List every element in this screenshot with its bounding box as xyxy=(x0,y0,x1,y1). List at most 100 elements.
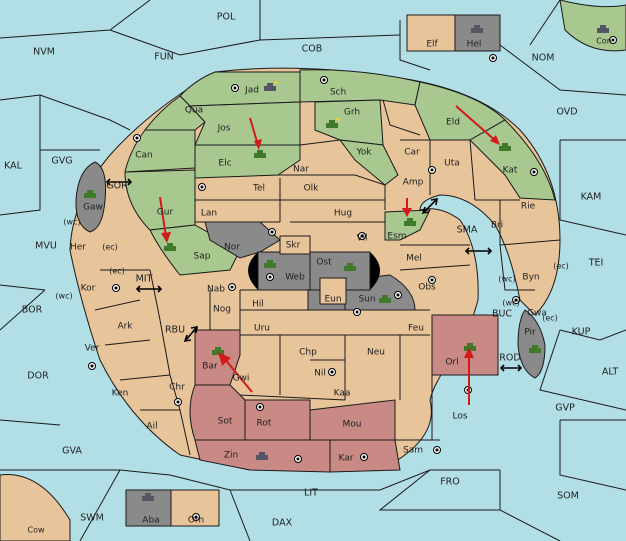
land-borders xyxy=(94,99,561,456)
province-label: Sam xyxy=(403,446,423,456)
province-pir[interactable] xyxy=(517,309,546,379)
province-jos[interactable] xyxy=(188,101,301,146)
unit-orl[interactable] xyxy=(464,343,476,351)
unit-jad[interactable] xyxy=(264,80,278,91)
province-label: Hug xyxy=(334,209,352,219)
province-skr[interactable] xyxy=(279,235,311,255)
unit-zin[interactable] xyxy=(256,452,268,460)
sea-label: LIT xyxy=(304,488,318,499)
province-label: Skr xyxy=(286,241,301,251)
passage-arrows xyxy=(105,178,523,372)
province-label: Chr xyxy=(169,383,185,393)
province-qua[interactable] xyxy=(143,95,206,131)
province-label: Obs xyxy=(418,283,436,293)
province-cow[interactable] xyxy=(0,474,71,541)
unit-esm[interactable] xyxy=(404,218,416,226)
province-con[interactable] xyxy=(559,0,626,52)
sea-labels: POL NVM FUN COB NOM OVD KAL GVG GOR KAM … xyxy=(4,12,618,535)
order-arrow xyxy=(223,357,253,393)
sea-label: KUP xyxy=(572,327,591,338)
sea-label: ALT xyxy=(602,367,618,378)
province-label: Mel xyxy=(406,254,422,264)
province-label: Uru xyxy=(254,324,270,334)
unit-sap[interactable] xyxy=(164,243,176,251)
sea-label: TEI xyxy=(588,258,604,269)
province-label: Sch xyxy=(330,88,346,98)
province-label: Orl xyxy=(445,358,458,368)
unit-bar[interactable] xyxy=(212,347,224,355)
province-label: Elc xyxy=(218,159,231,169)
province-label: Tel xyxy=(252,184,265,194)
units xyxy=(84,25,609,501)
province-label: Lan xyxy=(201,209,217,219)
sea-label: FUN xyxy=(154,52,174,63)
province-label: Mou xyxy=(343,420,362,430)
unit-kat[interactable] xyxy=(499,143,511,151)
unit-con[interactable] xyxy=(597,25,609,33)
province-label: Sot xyxy=(218,417,233,427)
unit-grh[interactable] xyxy=(326,117,340,128)
sea-label: DAX xyxy=(272,518,293,529)
sea-label: POL xyxy=(217,12,236,23)
province-elf[interactable] xyxy=(406,14,456,52)
province-rot[interactable] xyxy=(244,399,311,441)
province-eld[interactable] xyxy=(414,81,506,141)
province-label: Car xyxy=(404,148,420,158)
province-can[interactable] xyxy=(124,129,196,173)
province-label: Gwa xyxy=(527,309,547,319)
sea-label: RBU xyxy=(165,325,185,336)
province-eun[interactable] xyxy=(319,277,347,305)
province-label: Amp xyxy=(403,178,424,188)
sea-label: NVM xyxy=(33,47,55,58)
sea-label: MVU xyxy=(35,241,57,252)
province-label: Neu xyxy=(367,348,385,358)
province-label: Nab xyxy=(207,285,225,295)
unit-web[interactable] xyxy=(264,260,276,268)
unit-elc[interactable] xyxy=(254,150,266,158)
province-label: Rot xyxy=(257,419,272,429)
province-label: Eun xyxy=(324,295,341,305)
province-label: Gwi xyxy=(233,374,250,384)
province-label: Kat xyxy=(503,166,518,176)
coast-label: (wc) xyxy=(502,299,519,308)
unit-sun[interactable] xyxy=(379,295,391,303)
province-label: Ark xyxy=(117,322,133,332)
province-label: Esm xyxy=(387,232,406,242)
land-labels: Elf Hel Jad Sch Qua Grh Eld Jos Can Yok … xyxy=(70,40,547,526)
supply-centers xyxy=(88,36,617,521)
province-yok[interactable] xyxy=(338,139,399,186)
province-sot[interactable] xyxy=(189,384,246,441)
province-label: Byn xyxy=(522,273,539,283)
coast-label: (wc) xyxy=(498,275,515,284)
province-label: Vil xyxy=(357,234,368,244)
unit-gaw[interactable] xyxy=(84,190,96,198)
province-label: Ail xyxy=(146,422,157,432)
coast-label: (ec) xyxy=(102,243,118,252)
unit-ost[interactable] xyxy=(344,263,356,271)
coast-label: (ec) xyxy=(109,267,125,276)
unit-aba[interactable] xyxy=(142,493,154,501)
province-label: Ver xyxy=(85,344,100,354)
sea-label: SWM xyxy=(80,513,104,524)
province-label: Nar xyxy=(293,165,309,175)
province-label: Nor xyxy=(224,243,240,253)
province-label: Yok xyxy=(355,148,372,158)
sea-label: BUC xyxy=(492,309,512,320)
province-label: Bar xyxy=(202,362,218,372)
province-label: Qua xyxy=(185,106,203,116)
province-label: Her xyxy=(70,243,86,253)
coast-label: (ec) xyxy=(553,262,569,271)
province-label: Ost xyxy=(316,258,332,268)
province-orl[interactable] xyxy=(431,314,499,376)
sea-label: OVD xyxy=(556,107,577,118)
sea-label: GVP xyxy=(555,403,575,414)
order-arrow xyxy=(455,105,498,143)
province-label: Gaw xyxy=(83,203,103,213)
province-aba[interactable] xyxy=(125,489,172,527)
province-label: Bri xyxy=(491,221,503,231)
unit-hel[interactable] xyxy=(471,25,483,33)
sea-label: FRO xyxy=(440,477,460,488)
unit-pir[interactable] xyxy=(529,345,541,353)
